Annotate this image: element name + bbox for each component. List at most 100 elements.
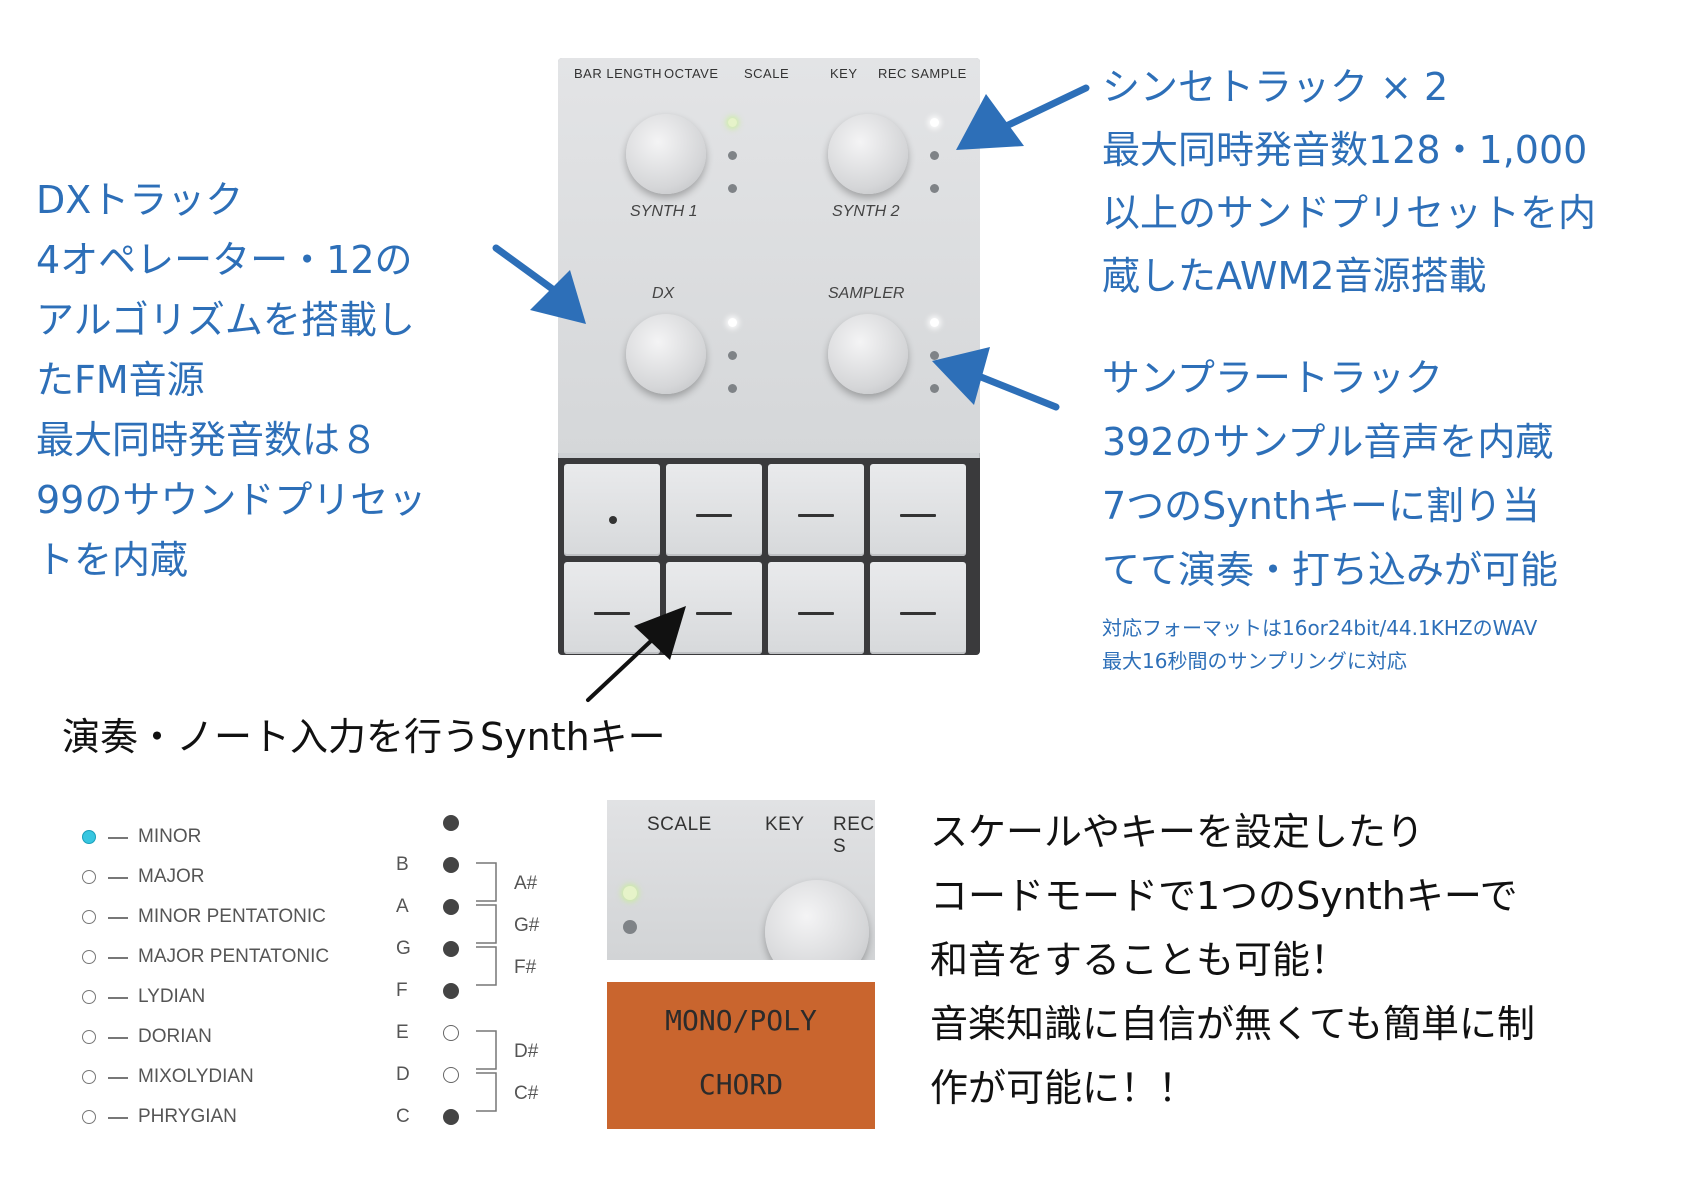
synth1-led-3 xyxy=(728,184,737,193)
arrow-icon xyxy=(492,244,586,324)
note-line: 蔵したAWM2音源搭載 xyxy=(1102,254,1487,298)
scale-name: LYDIAN xyxy=(138,986,206,1007)
device-control-area xyxy=(558,58,980,453)
synth-key-2[interactable] xyxy=(666,464,762,556)
scale-name: MINOR xyxy=(138,826,202,847)
sharp-bracket-lines xyxy=(476,862,497,1112)
note-line: 392のサンプル音声を内蔵 xyxy=(1102,420,1554,464)
scale-led-icon xyxy=(82,830,96,844)
synth2-knob[interactable] xyxy=(828,114,908,194)
synth2-label: SYNTH 2 xyxy=(832,203,900,220)
sampler-led-2 xyxy=(930,351,939,360)
note-line: スケールやキーを設定したり xyxy=(930,810,1425,854)
note-line: トを内蔵 xyxy=(36,538,189,582)
sharp-label: G# xyxy=(514,915,540,936)
note-label: D xyxy=(396,1064,410,1085)
synth2-led-1 xyxy=(930,118,939,127)
note-label: F xyxy=(396,980,408,1001)
octave-label: OCTAVE xyxy=(664,66,719,81)
note-line: 最大同時発音数は８ xyxy=(36,418,379,462)
note-line: 最大同時発音数128・1,000 xyxy=(1102,128,1588,172)
dash-icon xyxy=(798,612,834,615)
dash-icon xyxy=(696,514,732,517)
key-led-icon xyxy=(443,983,459,999)
synth1-knob[interactable] xyxy=(626,114,706,194)
zoom-led-1 xyxy=(623,886,637,900)
zoom-knob[interactable] xyxy=(765,880,869,960)
synth1-led-2 xyxy=(728,151,737,160)
note-line: 作が可能に！！ xyxy=(930,1066,1197,1110)
sampler-knob[interactable] xyxy=(828,314,908,394)
synth1-label: SYNTH 1 xyxy=(630,203,698,220)
sharp-label: C# xyxy=(514,1083,539,1104)
zoom-key-label: KEY xyxy=(765,814,805,835)
sampler-led-1 xyxy=(930,318,939,327)
dash-icon xyxy=(900,612,936,615)
key-led-icon xyxy=(443,1025,459,1041)
mono-poly-chord-button[interactable]: MONO/POLY CHORD xyxy=(607,982,875,1129)
synth-keypad xyxy=(558,458,980,655)
scale-led-icon xyxy=(82,870,96,884)
arrow-icon xyxy=(956,84,1090,150)
key-led-icon xyxy=(443,815,459,831)
scale-led-icon xyxy=(82,910,96,924)
synth-key-1[interactable] xyxy=(564,464,660,556)
note-line: DXトラック xyxy=(36,178,244,222)
sampler-format-note: 対応フォーマットは16or24bit/44.1KHZのWAV 最大16秒間のサン… xyxy=(1102,612,1537,678)
dx-led-3 xyxy=(728,384,737,393)
arrow-icon xyxy=(586,606,686,702)
arrow-icon xyxy=(932,347,1060,411)
sampler-track-note: サンプラートラック 392のサンプル音声を内蔵 7つのSynthキーに割り当 て… xyxy=(1102,346,1558,602)
scale-led-icon xyxy=(82,1070,96,1084)
chord-label: CHORD xyxy=(698,1068,784,1101)
note-label: G xyxy=(396,938,411,959)
synth1-led-1 xyxy=(728,118,737,127)
dash-icon xyxy=(900,514,936,517)
key-led-icon xyxy=(443,941,459,957)
note-line: たFM音源 xyxy=(36,358,205,402)
note-line: 7つのSynthキーに割り当 xyxy=(1102,484,1540,528)
note-line: 以上のサンドプリセットを内 xyxy=(1102,191,1597,235)
note-line: 対応フォーマットは16or24bit/44.1KHZのWAV xyxy=(1102,616,1538,640)
synth-key-caption: 演奏・ノート入力を行うSynthキー xyxy=(62,715,666,759)
note-label: A xyxy=(396,896,409,917)
note-line: 最大16秒間のサンプリングに対応 xyxy=(1102,649,1407,673)
note-label: B xyxy=(396,854,409,875)
key-label: KEY xyxy=(830,66,858,81)
zoom-rec-label: REC S xyxy=(833,814,875,857)
sampler-label: SAMPLER xyxy=(828,285,905,302)
key-led-icon xyxy=(443,899,459,915)
sharp-label: D# xyxy=(514,1041,539,1062)
synth-key-7[interactable] xyxy=(768,562,864,654)
note-line: 99のサウンドプリセッ xyxy=(36,478,427,522)
zoom-scale-label: SCALE xyxy=(647,814,712,835)
dx-led-1 xyxy=(728,318,737,327)
dash-icon xyxy=(594,612,630,615)
dx-knob[interactable] xyxy=(626,314,706,394)
synth-key-8[interactable] xyxy=(870,562,966,654)
bar-length-label: BAR LENGTH xyxy=(574,66,663,81)
dash-icon xyxy=(798,514,834,517)
zoom-led-2 xyxy=(623,920,637,934)
sharp-label: F# xyxy=(514,957,537,978)
dot-icon xyxy=(609,516,617,524)
rec-sample-label: REC SAMPLE xyxy=(878,66,967,81)
scale-led-icon xyxy=(82,1110,96,1124)
scale-led-icon xyxy=(82,990,96,1004)
scale-led-icon xyxy=(82,950,96,964)
scale-name: DORIAN xyxy=(138,1026,212,1047)
key-led-icon xyxy=(443,1067,459,1083)
key-led-icon xyxy=(443,1109,459,1125)
key-led-icon xyxy=(443,857,459,873)
synth-key-4[interactable] xyxy=(870,464,966,556)
note-line: アルゴリズムを搭載し xyxy=(36,298,415,342)
scale-name: MAJOR PENTATONIC xyxy=(138,946,330,967)
note-line: 和音をすることも可能！ xyxy=(930,938,1349,982)
dx-led-2 xyxy=(728,351,737,360)
synth-key-5[interactable] xyxy=(564,562,660,654)
note-line: シンセトラック × 2 xyxy=(1102,65,1449,109)
synth-key-3[interactable] xyxy=(768,464,864,556)
synth2-led-3 xyxy=(930,184,939,193)
note-line: 音楽知識に自信が無くても簡単に制 xyxy=(930,1002,1535,1046)
scale-key-zoom-panel: SCALE KEY REC S xyxy=(607,800,875,960)
